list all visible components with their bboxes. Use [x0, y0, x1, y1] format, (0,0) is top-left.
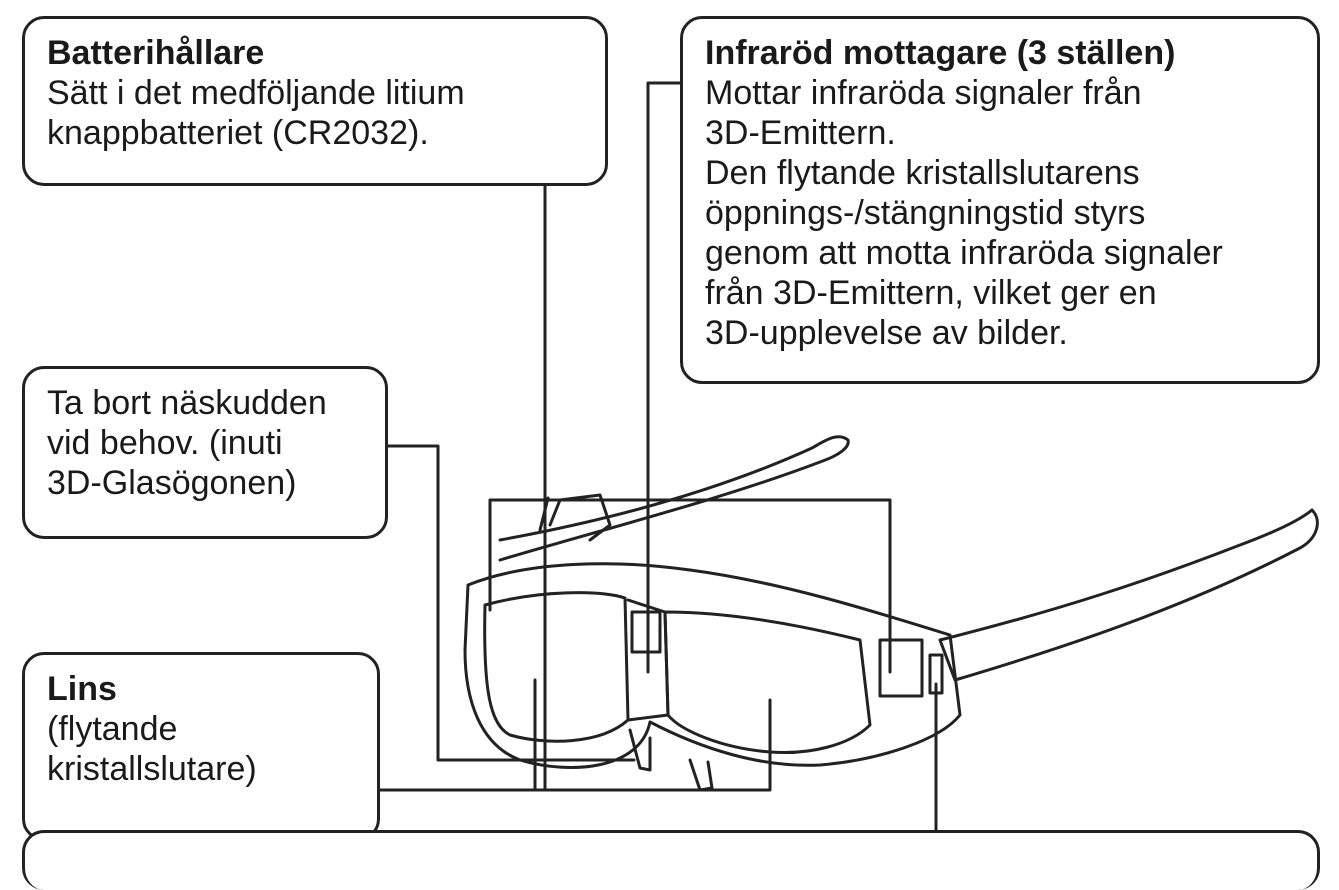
infrared-receiver-line: Mottar infraröda signaler från: [705, 74, 1142, 112]
battery-holder-line: Sätt i det medföljande litium: [47, 74, 465, 112]
nose-pad-line: 3D-Glasögonen): [47, 464, 297, 502]
right-lens: [663, 610, 872, 754]
infrared-receiver-line: från 3D-Emittern, vilket ger en: [705, 274, 1157, 312]
lens-line: kristallslutare): [47, 750, 257, 788]
nose-pad-label: Ta bort näskudden vid behov. (inuti 3D-G…: [22, 366, 388, 539]
leader-nose: [386, 444, 636, 762]
infrared-receiver-line: 3D-upplevelse av bilder.: [705, 314, 1068, 352]
nose-pad: [628, 728, 652, 772]
battery-holder-title: Batterihållare: [47, 34, 265, 72]
infrared-receiver-line: 3D-Emittern.: [705, 114, 896, 152]
glasses-diagram: [378, 81, 1319, 832]
battery-holder-label: Batterihållare Sätt i det medföljande li…: [22, 16, 608, 186]
infrared-receiver-line: öppnings-/stängningstid styrs: [705, 194, 1146, 232]
ir-sensor-center: [630, 610, 662, 654]
ir-sensor-right: [878, 638, 924, 698]
nose-pad-line: Ta bort näskudden: [47, 384, 327, 422]
glasses-frame: [463, 562, 962, 769]
leader-lines: [378, 81, 938, 832]
lens-line: (flytande: [47, 710, 178, 748]
leader-ir-bracket: [488, 498, 892, 674]
infrared-receiver-label: Infraröd mottagare (3 ställen) Mottar in…: [680, 16, 1320, 384]
battery-holder-line: knappbatteriet (CR2032).: [47, 114, 429, 152]
leader-ir: [646, 81, 682, 674]
lens-title: Lins: [47, 670, 117, 708]
infrared-receiver-line: Den flytande kristallslutarens: [705, 154, 1140, 192]
left-lens: [483, 591, 630, 743]
bottom-label-box: [22, 830, 1320, 890]
left-temple-arm: [498, 435, 850, 562]
right-temple-arm: [938, 508, 1319, 682]
lens-label: Lins (flytande kristallslutare): [22, 652, 380, 841]
infrared-receiver-line: genom att motta infraröda signaler: [705, 234, 1223, 272]
leader-lens: [378, 698, 772, 792]
nose-pad-line: vid behov. (inuti: [47, 424, 283, 462]
infrared-receiver-title: Infraröd mottagare (3 ställen): [705, 34, 1176, 72]
